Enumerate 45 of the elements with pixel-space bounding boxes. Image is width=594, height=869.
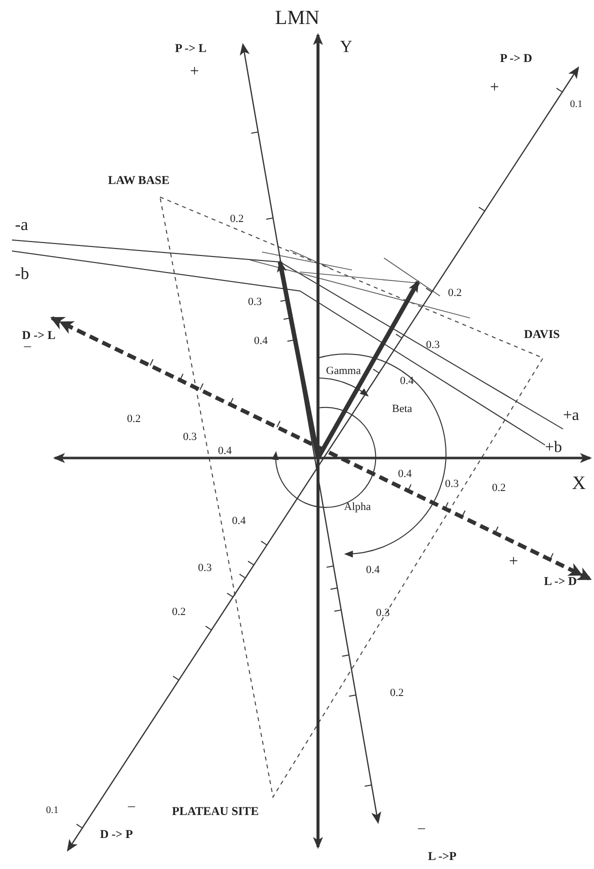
line-label: L -> D xyxy=(544,575,577,587)
scale-label: 0.4 xyxy=(254,336,268,347)
scale-label: 0.3 xyxy=(445,479,459,490)
line-label: -a xyxy=(15,216,28,233)
site-label: PLATEAU SITE xyxy=(172,805,259,817)
line-label: +a xyxy=(563,408,580,424)
scale-label: 0.2 xyxy=(172,607,186,618)
line-label: P -> D xyxy=(500,52,532,64)
scale-label: 0.1 xyxy=(46,806,58,816)
site-label: LAW BASE xyxy=(108,174,170,186)
axis-label: Y xyxy=(340,38,352,55)
scale-label: 0.2 xyxy=(230,214,244,225)
scale-label: 0.2 xyxy=(127,414,141,425)
scale-label: 0.3 xyxy=(376,608,390,619)
sign-label: – xyxy=(24,340,31,354)
angle-label: Gamma xyxy=(326,366,361,377)
site-label: DAVIS xyxy=(524,328,560,340)
sign-label: + xyxy=(490,80,500,96)
line-label: L ->P xyxy=(428,850,457,862)
scale-label: 0.3 xyxy=(426,340,440,351)
line-label: D -> P xyxy=(100,828,133,840)
scale-label: 0.2 xyxy=(448,288,462,299)
scale-label: 0.3 xyxy=(183,432,197,443)
scale-label: 0.2 xyxy=(492,483,506,494)
angle-label: Alpha xyxy=(344,502,371,513)
axis-label: X xyxy=(572,474,586,493)
scale-label: 0.4 xyxy=(400,376,414,387)
line-label: D -> L xyxy=(22,329,56,341)
axis-label: LMN xyxy=(275,8,320,28)
scale-label: 0.3 xyxy=(248,297,262,308)
line-label: +b xyxy=(545,440,562,456)
sign-label: + xyxy=(190,64,200,80)
scale-label: 0.2 xyxy=(390,688,404,699)
scale-label: 0.1 xyxy=(570,100,582,110)
scale-label: 0.3 xyxy=(198,563,212,574)
scale-label: 0.4 xyxy=(218,446,232,457)
angle-label: Beta xyxy=(392,404,412,415)
scale-label: 0.4 xyxy=(232,516,246,527)
sign-label: – xyxy=(418,822,425,836)
sign-label: – xyxy=(128,800,135,814)
scale-label: 0.4 xyxy=(398,469,412,480)
line-label: -b xyxy=(15,265,30,282)
scale-label: 0.4 xyxy=(366,565,380,576)
sign-label: + xyxy=(509,554,518,570)
line-label: P -> L xyxy=(175,42,207,54)
